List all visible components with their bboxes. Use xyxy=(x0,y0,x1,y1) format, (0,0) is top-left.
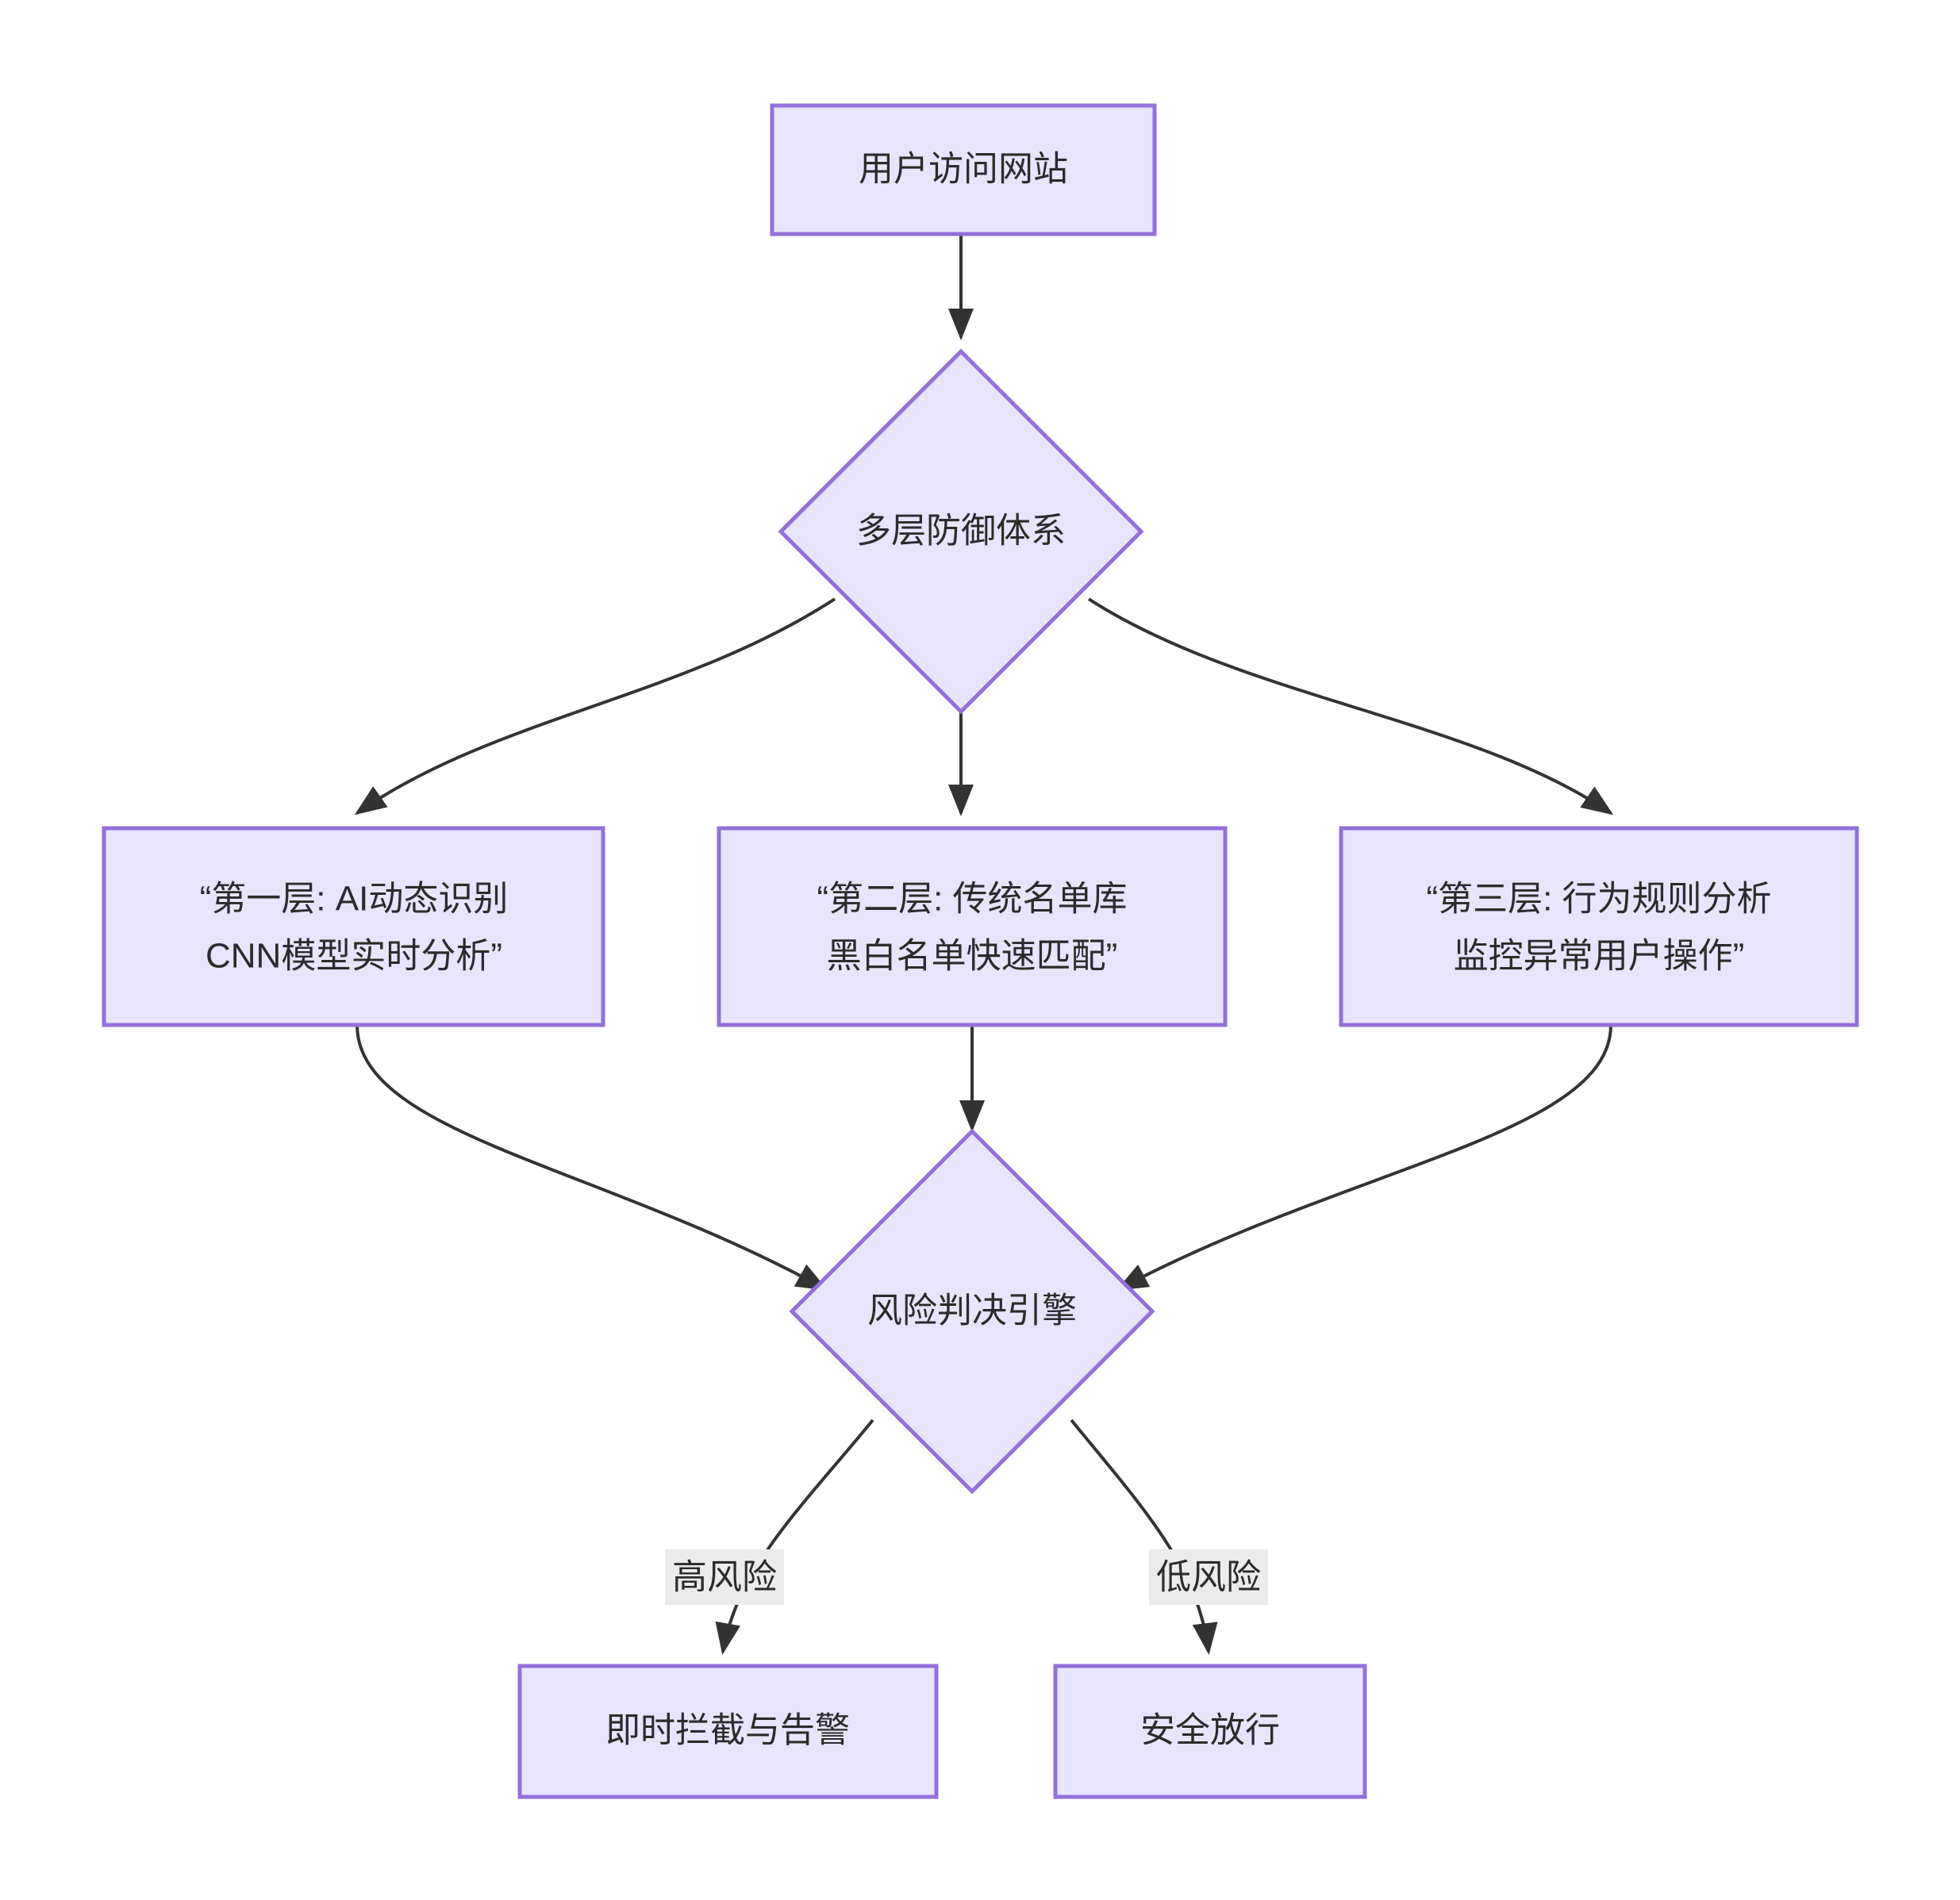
node-layer3-label-line2: 监控异常用户操作” xyxy=(1454,937,1745,976)
node-engine-shape[interactable] xyxy=(789,1128,1155,1495)
edge-defense-to-layer1 xyxy=(354,597,836,816)
node-block-label: 即时拦截与告警 xyxy=(605,1711,850,1750)
edge-layer3-to-engine xyxy=(1116,1024,1612,1291)
node-start-shape[interactable] xyxy=(770,103,1157,236)
node-layer3-shape[interactable] xyxy=(1339,826,1859,1027)
node-defense-shape[interactable] xyxy=(778,348,1144,715)
edge-defense-to-layer3 xyxy=(1087,597,1614,816)
node-layer2-label-line2: 黑白名单快速匹配” xyxy=(827,937,1118,976)
node-pass[interactable]: 安全放行 xyxy=(1053,1664,1367,1799)
node-layer2-shape[interactable] xyxy=(717,826,1228,1027)
edges-layer xyxy=(354,234,1614,1655)
node-start-label: 用户访问网站 xyxy=(859,150,1068,189)
node-layer1-shape[interactable] xyxy=(102,826,605,1027)
node-layer1-label-line2: CNN模型实时分析” xyxy=(206,937,502,976)
node-layer1-label-line1: “第一层: AI动态识别 xyxy=(200,880,509,919)
edge-label-low-risk: 低风险 xyxy=(1149,1549,1268,1605)
edge-engine-to-block xyxy=(715,1418,874,1655)
node-engine-label: 风险判决引擎 xyxy=(867,1292,1077,1330)
node-start[interactable]: 用户访问网站 xyxy=(770,103,1157,236)
node-block-shape[interactable] xyxy=(517,1664,939,1799)
node-engine[interactable]: 风险判决引擎 xyxy=(789,1128,1155,1495)
node-defense[interactable]: 多层防御体系 xyxy=(778,348,1144,715)
node-defense-label: 多层防御体系 xyxy=(856,512,1066,551)
node-layer3-label-line1: “第三层: 行为规则分析 xyxy=(1426,880,1771,919)
node-block[interactable]: 即时拦截与告警 xyxy=(517,1664,939,1799)
edge-label-low-risk-bg xyxy=(1149,1549,1268,1605)
node-pass-shape[interactable] xyxy=(1053,1664,1367,1799)
node-layer2-label-line1: “第二层: 传统名单库 xyxy=(817,880,1127,919)
edge-layer1-to-engine xyxy=(355,1024,828,1291)
edge-label-high-risk: 高风险 xyxy=(665,1549,784,1605)
edge-label-high-risk-text: 高风险 xyxy=(672,1558,777,1597)
edge-engine-to-pass xyxy=(1070,1418,1218,1655)
edge-label-low-risk-text: 低风险 xyxy=(1156,1558,1261,1597)
node-layer3[interactable]: “第三层: 行为规则分析 监控异常用户操作” xyxy=(1339,826,1859,1027)
edge-label-high-risk-bg xyxy=(665,1549,784,1605)
node-pass-label: 安全放行 xyxy=(1140,1711,1280,1750)
node-layer1[interactable]: “第一层: AI动态识别 CNN模型实时分析” xyxy=(102,826,605,1027)
node-layer2[interactable]: “第二层: 传统名单库 黑白名单快速匹配” xyxy=(717,826,1228,1027)
